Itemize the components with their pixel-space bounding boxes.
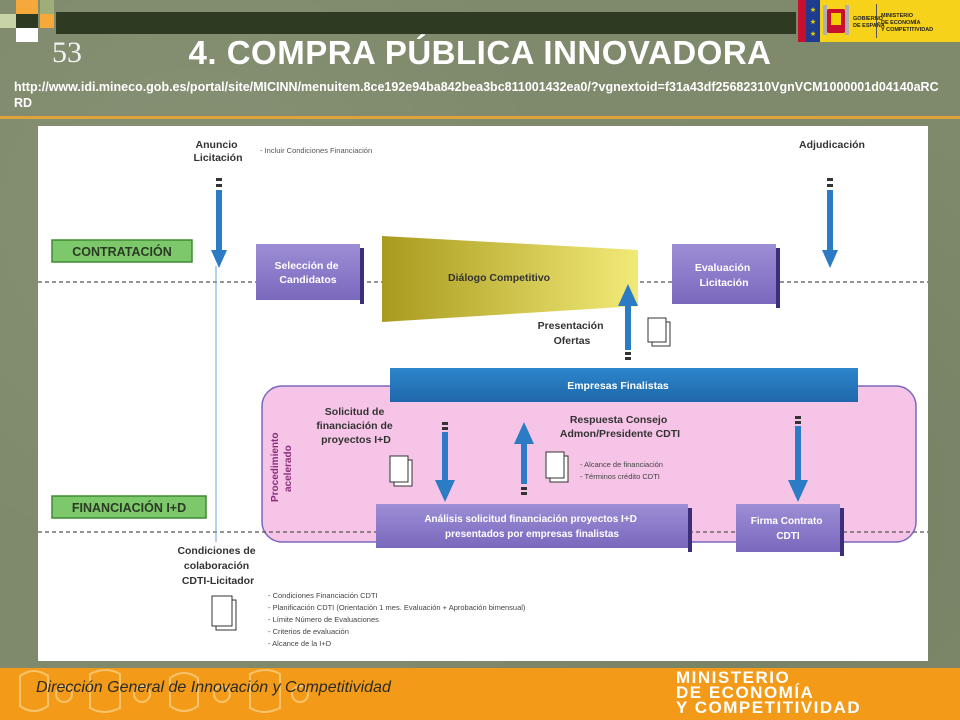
logo-graphic: ★ ★ ★ GOBIERNO DE ESPAÑA MINISTERIO DE E… bbox=[798, 0, 960, 42]
empresas-finalistas-label: Empresas Finalistas bbox=[567, 380, 669, 392]
footer-ministerio-line-3: Y COMPETITIVIDAD bbox=[676, 698, 862, 717]
seleccion-candidatos-box bbox=[256, 244, 360, 300]
evaluacion-licitacion-box bbox=[672, 244, 776, 304]
firma-down-arrow bbox=[788, 416, 808, 502]
slide-header bbox=[0, 0, 960, 44]
procedimiento-acelerado-label: Procedimiento acelerado bbox=[270, 430, 294, 502]
analisis-solicitud-label: Análisis solicitud financiación proyecto… bbox=[424, 514, 639, 540]
footer-ministerio-line-2: DE ECONOMÍA bbox=[676, 683, 815, 702]
condiciones-document-icon bbox=[211, 595, 237, 631]
dialogo-competitivo-label: Diálogo Competitivo bbox=[448, 272, 550, 284]
title-bar bbox=[56, 12, 796, 34]
source-url[interactable]: http://www.idi.mineco.gob.es/portal/site… bbox=[14, 80, 939, 110]
seleccion-candidatos-label: Selección de Candidatos bbox=[274, 260, 341, 286]
process-diagram: Anuncio Licitación - Incluir Condiciones… bbox=[38, 126, 928, 661]
empresas-finalistas-bar bbox=[390, 368, 858, 402]
contratacion-label: CONTRATACIÓN bbox=[72, 244, 172, 259]
gobierno-line-1: GOBIERNO bbox=[853, 16, 884, 22]
gobierno-line-2: DE ESPAÑA bbox=[853, 22, 885, 29]
crest-watermark-icon bbox=[19, 669, 309, 713]
solicitud-down-arrow bbox=[435, 422, 455, 502]
ministerio-line-1: MINISTERIO bbox=[881, 13, 914, 19]
presentacion-ofertas-label: Presentación Ofertas bbox=[538, 320, 607, 347]
slide-footer: Dirección General de Innovación y Compet… bbox=[0, 668, 960, 720]
ministerio-line-3: Y COMPETITIVIDAD bbox=[881, 27, 933, 33]
financiacion-label: FINANCIACIÓN I+D bbox=[72, 500, 186, 515]
adjudicacion-arrow bbox=[822, 178, 838, 268]
dialogo-competitivo-shape bbox=[382, 236, 638, 322]
solicitud-document-icon bbox=[389, 455, 413, 487]
svg-text:★: ★ bbox=[810, 6, 816, 14]
financiacion-label-box bbox=[51, 495, 207, 519]
svg-text:★: ★ bbox=[810, 30, 816, 38]
ofertas-document-icon bbox=[647, 317, 671, 347]
coat-of-arms-icon bbox=[823, 5, 849, 35]
url-underline bbox=[0, 116, 960, 119]
firma-contrato-box bbox=[736, 504, 840, 552]
evaluacion-licitacion-label: Evaluación Licitación bbox=[695, 262, 753, 289]
slide-number: 53 bbox=[52, 36, 82, 69]
svg-text:★: ★ bbox=[810, 18, 816, 26]
respuesta-document-icon bbox=[545, 451, 569, 483]
solicitud-financiacion-label: Solicitud de financiación de proyectos I… bbox=[316, 406, 395, 446]
contratacion-label-box bbox=[51, 239, 193, 263]
footer-ministerio: MINISTERIO DE ECONOMÍA Y COMPETITIVIDAD bbox=[676, 668, 862, 717]
presentacion-up-arrow bbox=[618, 284, 638, 360]
anuncio-note: - Incluir Condiciones Financiación bbox=[260, 146, 372, 155]
respuesta-consejo-label: Respuesta Consejo Admon/Presidente CDTI bbox=[560, 414, 680, 440]
footer-ministerio-line-1: MINISTERIO bbox=[676, 668, 791, 687]
adjudicacion-label: Adjudicación bbox=[799, 139, 865, 151]
anuncio-label: Anuncio Licitación bbox=[193, 139, 242, 164]
firma-contrato-label: Firma Contrato CDTI bbox=[751, 516, 825, 542]
footer-department: Dirección General de Innovación y Compet… bbox=[36, 679, 391, 696]
anuncio-arrow bbox=[211, 178, 227, 268]
analisis-solicitud-box bbox=[376, 504, 688, 548]
government-logo: ★ ★ ★ GOBIERNO DE ESPAÑA MINISTERIO DE E… bbox=[798, 0, 960, 42]
condiciones-notes: - Condiciones Financiación CDTI - Planif… bbox=[268, 591, 528, 648]
respuesta-notes: - Alcance de financiación - Términos cré… bbox=[580, 460, 665, 481]
slide-title: 4. COMPRA PÚBLICA INNOVADORA bbox=[188, 34, 772, 71]
respuesta-up-arrow bbox=[514, 422, 534, 495]
condiciones-colaboracion-label: Condiciones de colaboración CDTI-Licitad… bbox=[177, 545, 258, 587]
ministerio-line-2: DE ECONOMÍA bbox=[881, 18, 920, 26]
